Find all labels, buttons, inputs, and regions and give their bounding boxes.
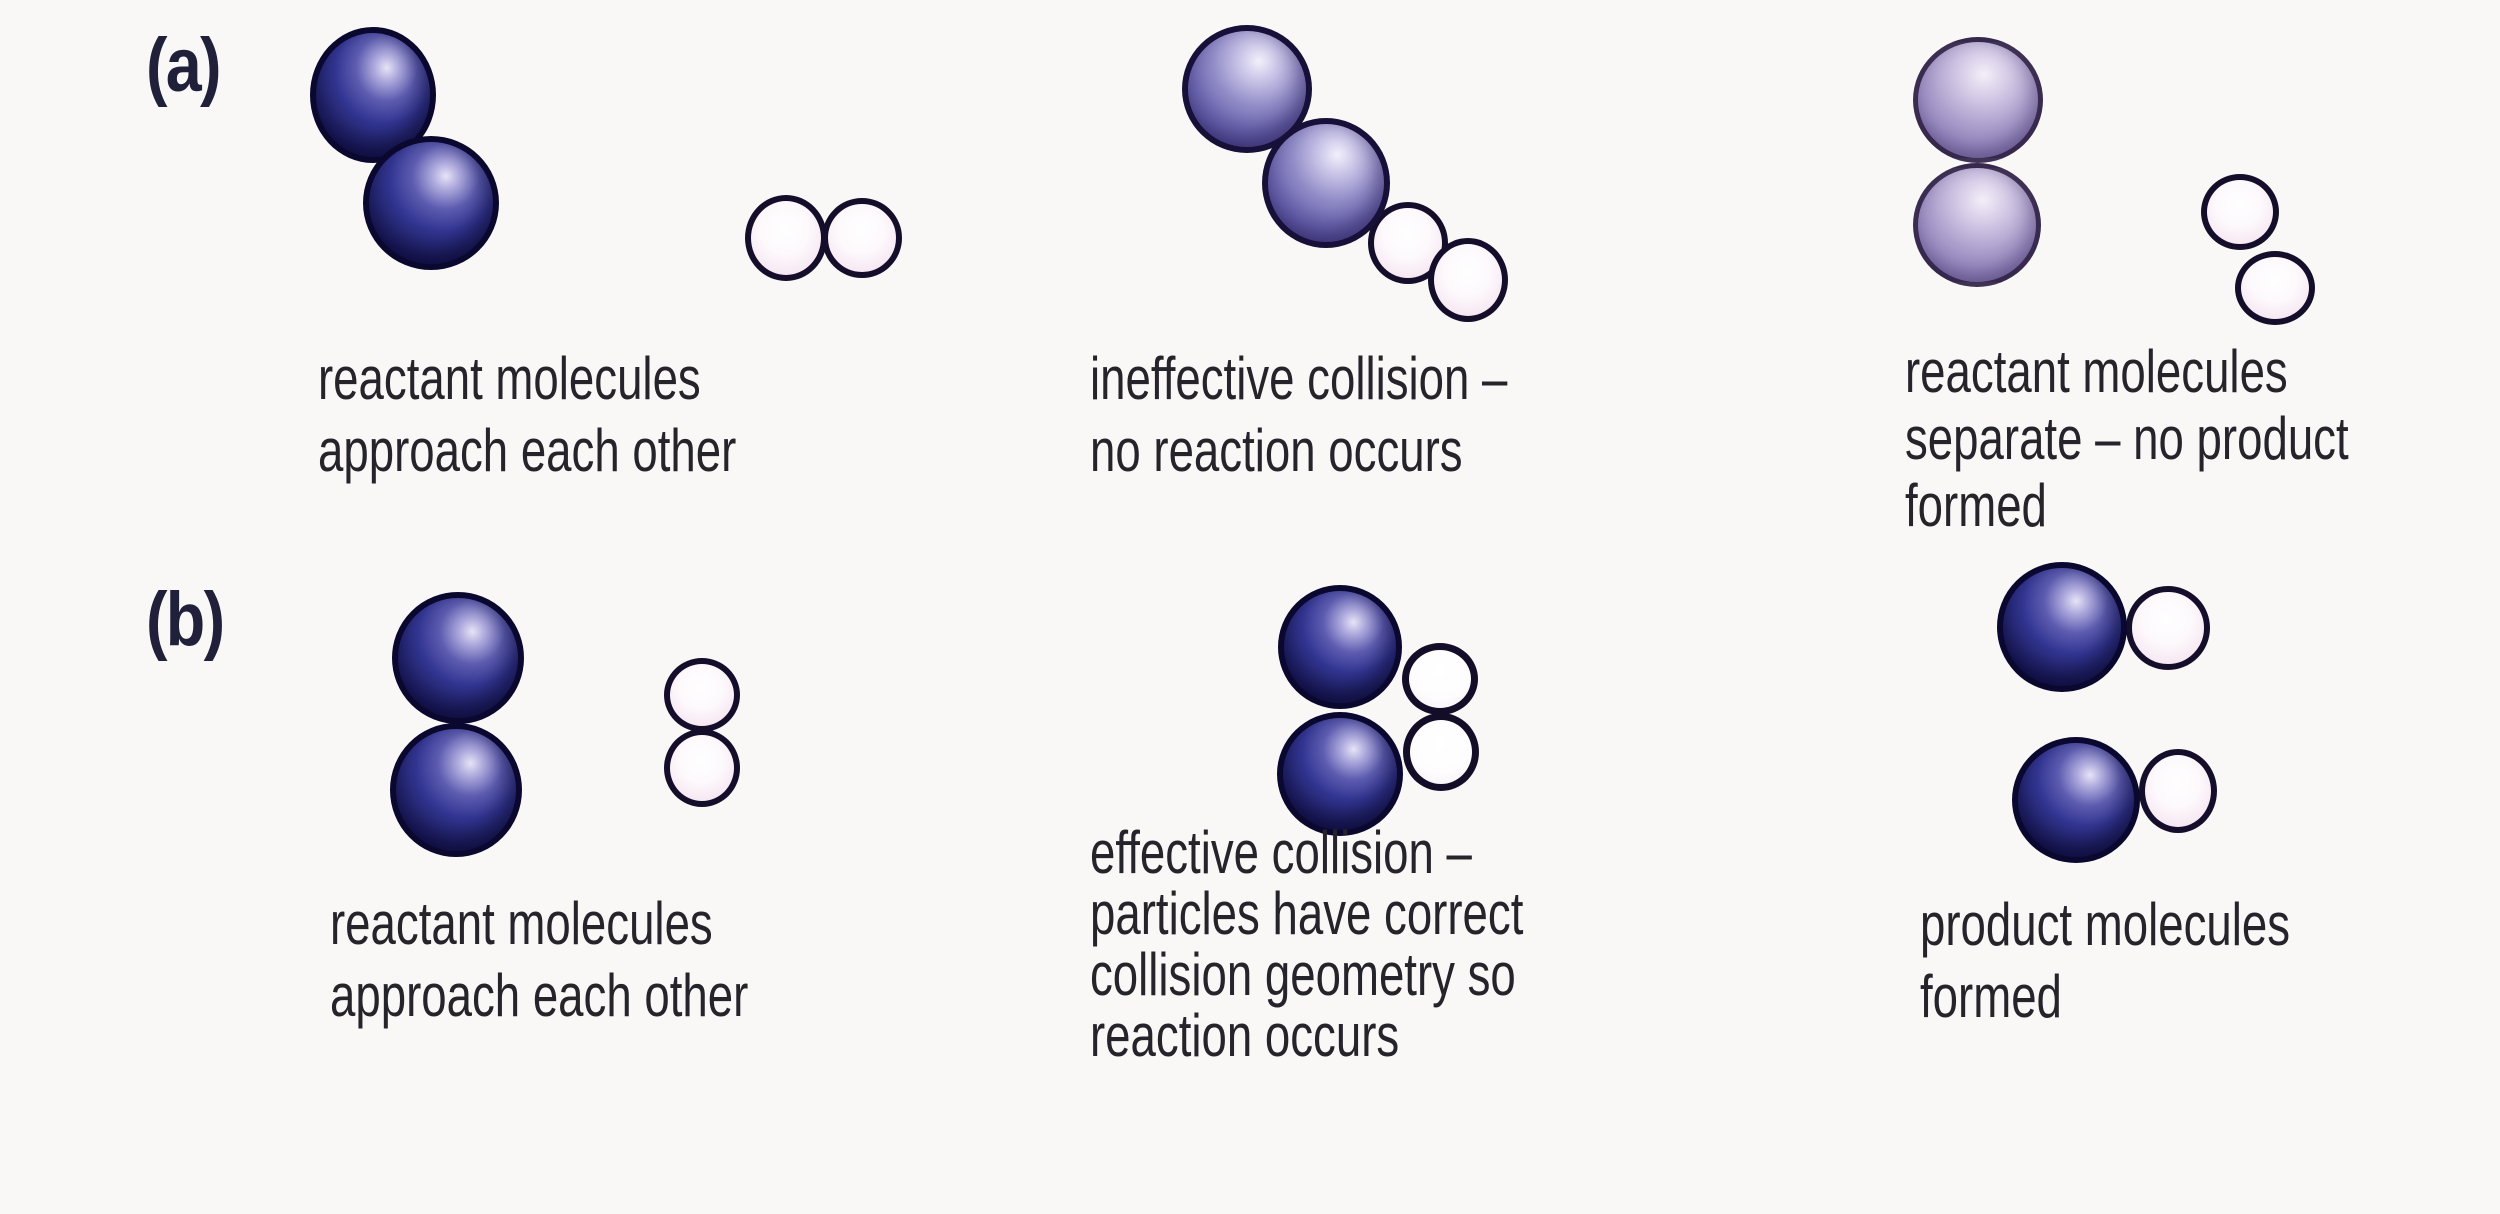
product-pink-sphere: [2126, 586, 2210, 670]
caption-b-products: product molecules formed: [1920, 891, 2291, 1030]
pink-reactant-sphere: [664, 658, 740, 732]
blue-reactant-sphere: [310, 27, 436, 163]
caption-b-approach: reactant molecules approach each other: [330, 890, 749, 1029]
pink-reactant-sphere: [745, 195, 827, 281]
blue-reactant-sphere: [1913, 37, 2043, 163]
blue-reactant-sphere: [1278, 585, 1402, 709]
caption-a-separate: reactant molecules separate – no product…: [1905, 338, 2349, 539]
product-blue-sphere: [1997, 562, 2127, 692]
blue-reactant-sphere: [1277, 712, 1403, 836]
pink-reactant-sphere: [822, 198, 902, 278]
blue-reactant-sphere: [390, 723, 522, 857]
product-pink-sphere: [2139, 749, 2217, 833]
pink-reactant-sphere: [2201, 174, 2279, 250]
row-b-label: (b): [146, 577, 225, 662]
row-a-label: (a): [146, 23, 222, 108]
blue-reactant-sphere: [363, 136, 499, 270]
blue-reactant-sphere: [1262, 118, 1390, 248]
blue-reactant-sphere: [392, 592, 524, 724]
pink-reactant-sphere: [1402, 643, 1478, 715]
caption-a-ineffective: ineffective collision – no reaction occu…: [1090, 345, 1508, 484]
pink-reactant-sphere: [1403, 713, 1479, 791]
caption-a-approach: reactant molecules approach each other: [318, 345, 737, 484]
pink-reactant-sphere: [1428, 238, 1508, 322]
blue-reactant-sphere: [1913, 163, 2041, 287]
pink-reactant-sphere: [2235, 251, 2315, 325]
product-blue-sphere: [2012, 737, 2140, 863]
pink-reactant-sphere: [664, 729, 740, 807]
caption-b-effective: effective collision – particles have cor…: [1090, 819, 1524, 1069]
